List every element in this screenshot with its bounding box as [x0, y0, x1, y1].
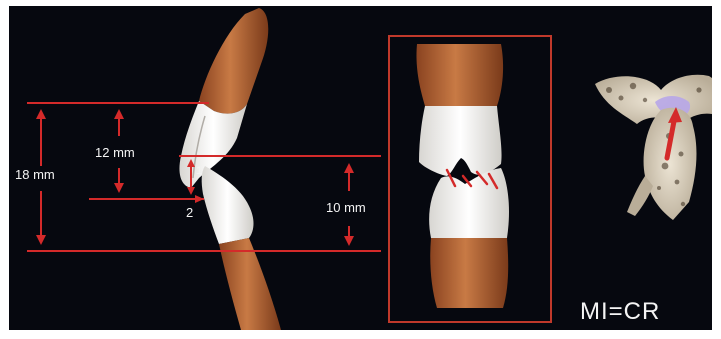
- dimension-label-lower: 10 mm: [326, 201, 366, 214]
- tmj-joint-illustration: [595, 75, 712, 220]
- upper-incisor-side: [179, 8, 268, 188]
- overlap-label-b: 2: [186, 206, 193, 219]
- dimension-label-upper: 12 mm: [95, 146, 135, 159]
- dimension-label-overall: 18 mm: [15, 168, 55, 181]
- lower-incisor-side: [202, 166, 281, 330]
- upper-incisor-front: [416, 44, 503, 176]
- diagram-panel: 18 mm 12 mm 10 mm 1 2 MI=CR: [9, 6, 712, 330]
- diagram-canvas: [9, 6, 712, 330]
- overlap-label-a: 1: [196, 166, 202, 177]
- occlusion-caption: MI=CR: [580, 300, 660, 324]
